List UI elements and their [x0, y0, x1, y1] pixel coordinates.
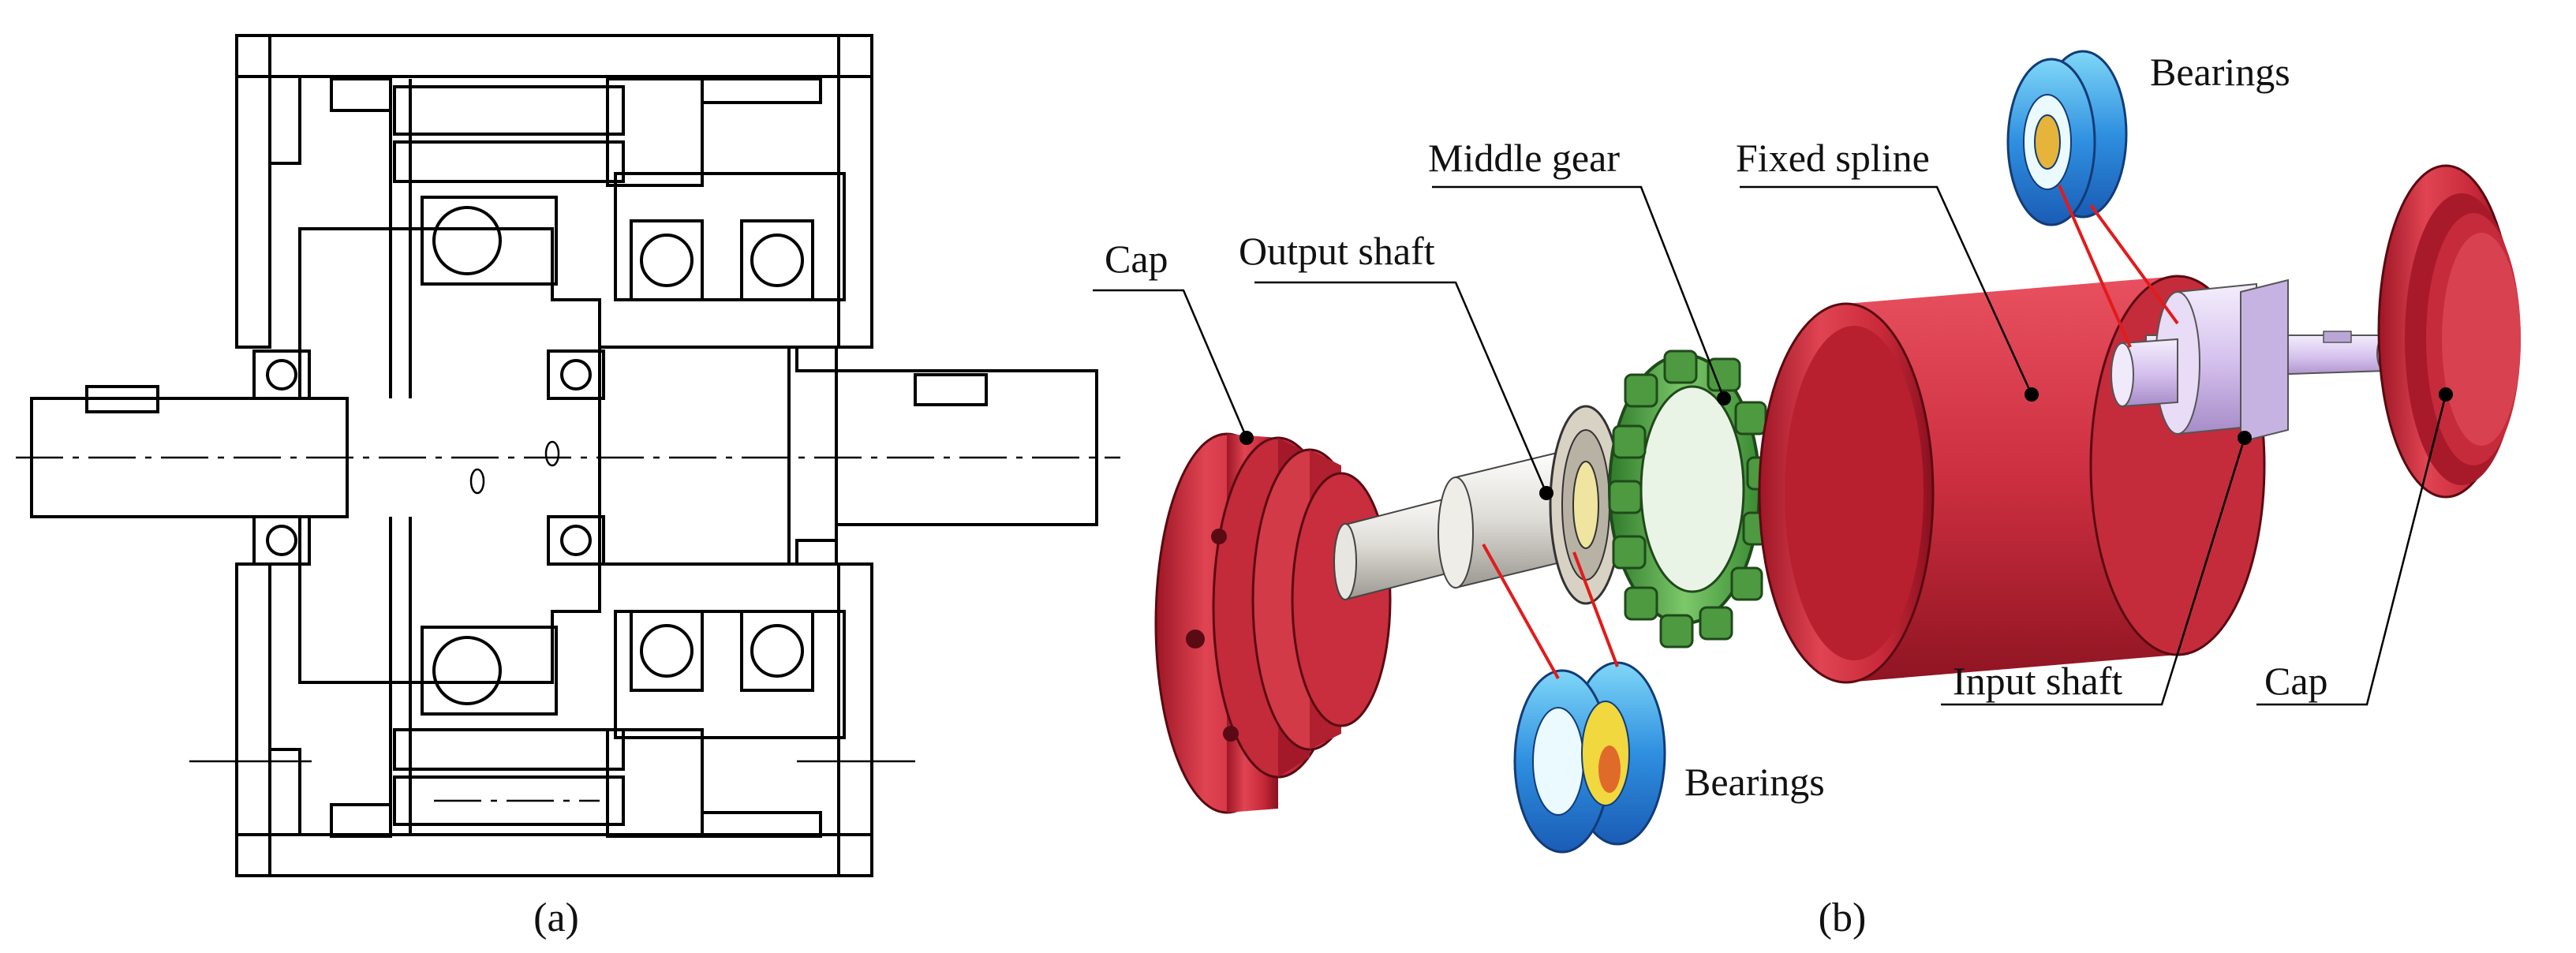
leader-lines: [1093, 185, 2453, 706]
output-shaft-section: [30, 196, 601, 716]
exploded-view: Cap Output shaft Middle gear Fixed splin…: [1093, 50, 2521, 940]
cap-left-part: [1154, 432, 1392, 814]
output-shaft-part: [1333, 405, 1623, 605]
assembly-lines: [1482, 185, 2179, 679]
label-output-shaft: Output shaft: [1239, 229, 1435, 273]
bearings-bottom-part: [1513, 661, 1666, 854]
cross-section-drawing: (a): [16, 34, 1120, 940]
label-bearings-top: Bearings: [2150, 50, 2290, 94]
label-cap-left: Cap: [1105, 237, 1168, 281]
label-middle-gear: Middle gear: [1428, 136, 1620, 180]
caption-a: (a): [533, 895, 579, 940]
label-fixed-spline: Fixed spline: [1736, 136, 1930, 180]
bearings-top-part: [2006, 50, 2128, 226]
label-input-shaft: Input shaft: [1953, 659, 2122, 703]
cap-right-part: [2377, 164, 2521, 499]
small-bearings-section: [252, 349, 605, 566]
label-cap-right: Cap: [2264, 659, 2328, 703]
housing-section: [235, 34, 873, 877]
input-shaft-section: [598, 172, 1098, 739]
label-bearings-bottom: Bearings: [1684, 760, 1825, 804]
caption-b: (b): [1819, 895, 1867, 940]
middle-gear-part: [1608, 349, 1779, 648]
gear-pins-section: [330, 77, 822, 838]
